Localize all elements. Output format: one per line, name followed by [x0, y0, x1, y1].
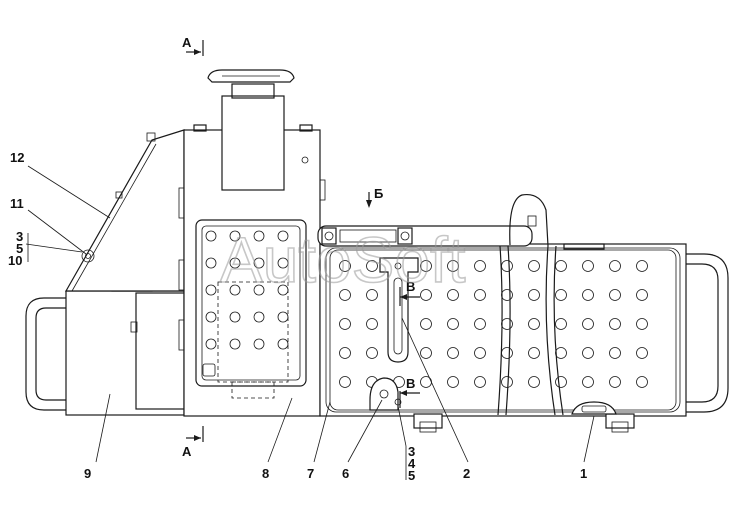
perforation-hole: [339, 260, 351, 272]
perforation-hole: [636, 260, 648, 272]
perforation-hole: [339, 376, 351, 388]
perforation-hole: [339, 318, 351, 330]
perforation-hole: [366, 347, 378, 359]
perforation-hole: [205, 284, 217, 296]
perforation-hole: [528, 347, 540, 359]
perforation-hole: [636, 318, 648, 330]
callouts: 12 11 3 5 10 9 8 7 6 3 4 5 2 1: [8, 150, 587, 483]
perforation-hole: [205, 257, 217, 269]
perforation-hole: [229, 230, 241, 242]
callout-3-left: 3: [16, 229, 23, 244]
left-box-assembly: [25, 284, 185, 416]
perforation-hole: [528, 289, 540, 301]
leader-lines: [25, 165, 595, 480]
lock: [369, 377, 402, 411]
perforation-hole: [205, 311, 217, 323]
callout-10: 10: [8, 253, 22, 268]
perforation-hole: [528, 260, 540, 272]
perforation-hole: [253, 338, 265, 350]
callout-11: 11: [10, 196, 24, 211]
perforation-hole: [636, 347, 648, 359]
perforation-hole: [420, 289, 432, 301]
section-label-a-bottom: А: [182, 444, 192, 459]
perforation-hole: [582, 260, 594, 272]
perforation-hole: [555, 376, 567, 388]
callout-2: 2: [463, 466, 470, 481]
perforation-hole: [420, 260, 432, 272]
perforation-hole: [447, 376, 459, 388]
perforation-hole: [555, 318, 567, 330]
section-markers: А А Б В В: [182, 35, 420, 459]
perforation-hole: [253, 257, 265, 269]
perforation-hole: [229, 338, 241, 350]
perforation-hole: [474, 318, 486, 330]
perforation-hole: [447, 347, 459, 359]
callout-4: 4: [408, 456, 416, 471]
perforation-hole: [205, 338, 217, 350]
perforation-hole: [609, 376, 621, 388]
perforation-hole: [609, 289, 621, 301]
tower-perforation: [205, 230, 289, 350]
perforation-hole: [636, 289, 648, 301]
perforation-hole: [339, 347, 351, 359]
perforation-hole: [253, 230, 265, 242]
perforation-hole: [366, 318, 378, 330]
callout-9: 9: [84, 466, 91, 481]
callout-3-bottom: 3: [408, 444, 415, 459]
perforation-hole: [555, 260, 567, 272]
perforation-hole: [528, 318, 540, 330]
section-label-a-top: А: [182, 35, 192, 50]
perforation-hole: [366, 289, 378, 301]
perforation-hole: [582, 318, 594, 330]
perforation-hole: [636, 376, 648, 388]
perforation-hole: [277, 230, 289, 242]
central-tower: [178, 69, 330, 417]
perforation-hole: [277, 338, 289, 350]
slanted-cover: [64, 129, 185, 292]
pipe-assembly: [317, 193, 564, 416]
perforation-hole: [474, 289, 486, 301]
watermark: AutoSoft: [220, 224, 466, 296]
perforation-hole: [582, 289, 594, 301]
perforation-hole: [474, 376, 486, 388]
perforation-hole: [253, 311, 265, 323]
perforation-hole: [366, 260, 378, 272]
perforation-hole: [582, 347, 594, 359]
perforation-hole: [609, 318, 621, 330]
callout-8: 8: [262, 466, 269, 481]
perforation-hole: [229, 257, 241, 269]
perforation-hole: [528, 376, 540, 388]
perforation-hole: [229, 284, 241, 296]
callout-12: 12: [10, 150, 24, 165]
perforation-hole: [582, 376, 594, 388]
perforation-hole: [420, 347, 432, 359]
perforation-hole: [229, 311, 241, 323]
perforation-hole: [447, 318, 459, 330]
perforation-hole: [205, 230, 217, 242]
perforation-hole: [277, 257, 289, 269]
perforation-hole: [609, 347, 621, 359]
callout-6: 6: [342, 466, 349, 481]
perforation-hole: [339, 289, 351, 301]
perforation-hole: [555, 289, 567, 301]
callout-5-left: 5: [16, 241, 23, 256]
perforation-hole: [447, 260, 459, 272]
perforation-hole: [277, 284, 289, 296]
callout-5-bottom: 5: [408, 468, 415, 483]
callout-7: 7: [307, 466, 314, 481]
perforation-hole: [474, 347, 486, 359]
section-label-v-top: В: [406, 279, 415, 294]
perforation-hole: [447, 289, 459, 301]
perforation-hole: [474, 260, 486, 272]
perforation-hole: [609, 260, 621, 272]
section-label-v-bottom: В: [406, 376, 415, 391]
section-label-b: Б: [374, 186, 383, 201]
callout-1: 1: [580, 466, 587, 481]
key-slot: [379, 257, 419, 363]
perforation-hole: [253, 284, 265, 296]
perforation-hole: [420, 318, 432, 330]
perforation-hole: [277, 311, 289, 323]
perforation-hole: [501, 376, 513, 388]
